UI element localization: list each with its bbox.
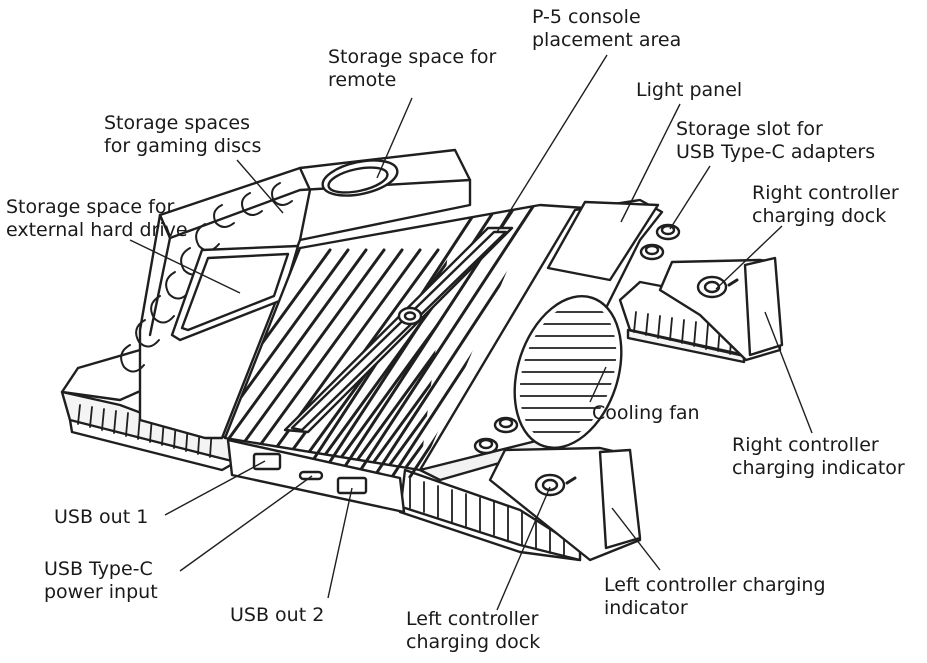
leader-console-area: [496, 54, 608, 233]
usb-out-1-port: [252, 452, 282, 471]
leader-disc: [236, 159, 284, 214]
label-remote-storage: Storage space for remote: [328, 46, 497, 91]
leader-right-indicator: [764, 311, 813, 434]
leader-usb-out-2: [327, 487, 353, 599]
label-right-charging-indicator: Right controller charging indicator: [732, 434, 905, 479]
label-usb-out-1: USB out 1: [54, 506, 149, 528]
base-ribs-bottom: [409, 477, 565, 557]
leader-usb-out-1: [164, 460, 266, 516]
centre-rail: [283, 226, 514, 434]
label-right-charging-dock: Right controller charging dock: [752, 182, 899, 227]
left-storage-tower: [138, 148, 472, 440]
usb-c-power-port: [298, 470, 324, 481]
label-left-charging-dock: Left controller charging dock: [406, 608, 541, 653]
usb-c-adapter-pegs-left: [473, 416, 519, 455]
label-cooling-fan: Cooling fan: [592, 402, 700, 424]
label-light-panel: Light panel: [636, 79, 743, 101]
base-plate: [60, 280, 762, 562]
leader-left-indicator: [611, 507, 661, 571]
leader-lines: [129, 54, 813, 611]
label-usb-c-power-input: USB Type-C power input: [44, 558, 158, 603]
leader-usb-c-power: [179, 475, 313, 572]
leader-fan: [589, 366, 607, 403]
leader-usb-c-slot: [669, 165, 711, 230]
leader-remote: [376, 97, 413, 179]
leader-light-panel: [620, 103, 681, 223]
leader-left-dock: [496, 486, 551, 611]
front-port-panel: [226, 438, 406, 514]
leader-right-dock: [715, 225, 783, 290]
label-console-placement-area: P-5 console placement area: [532, 6, 682, 51]
vent-stripes-left: [225, 248, 452, 470]
left-charging-dock: [488, 446, 642, 562]
leader-hdd: [129, 239, 241, 294]
usb-c-adapter-pegs-right: [639, 223, 681, 261]
label-hdd-storage: Storage space for external hard drive: [6, 196, 188, 241]
label-usb-c-adapter-slot: Storage slot for USB Type-C adapters: [676, 118, 876, 163]
cooling-fan: [502, 295, 634, 449]
usb-out-2-port: [336, 476, 368, 495]
label-usb-out-2: USB out 2: [230, 604, 325, 626]
label-left-charging-indicator: Left controller charging indicator: [604, 574, 826, 619]
label-disc-storage: Storage spaces for gaming discs: [104, 112, 262, 157]
remote-slot: [321, 159, 399, 197]
